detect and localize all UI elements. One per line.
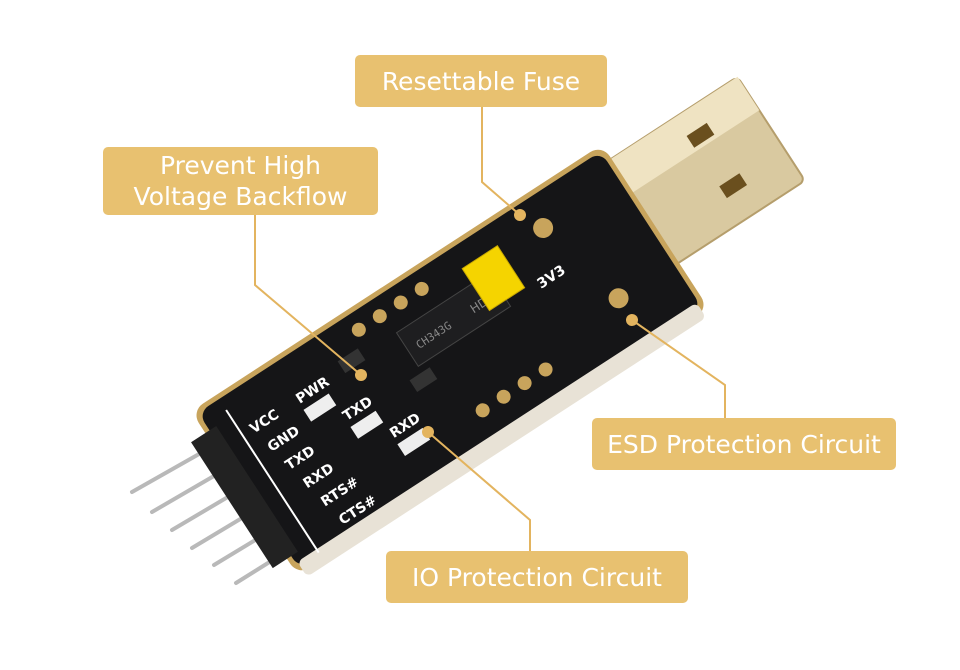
callout-text: Prevent High — [160, 151, 321, 180]
pcb: VCC GND TXD RXD RTS# CTS# PWR TXD RXD CH… — [191, 149, 704, 575]
led-txd — [350, 410, 384, 439]
led-rxd — [397, 427, 431, 456]
callout-text: Resettable Fuse — [381, 66, 581, 96]
backflow-diode — [337, 348, 366, 374]
voltage-jumper — [461, 245, 526, 312]
callout-esd: ESD Protection Circuit — [592, 418, 896, 470]
callout-dots — [355, 209, 638, 438]
callout-io: IO Protection Circuit — [386, 551, 688, 603]
led-pwr — [303, 393, 337, 422]
through-hole-pads — [351, 217, 629, 418]
callout-text: ESD Protection Circuit — [607, 429, 881, 459]
callout-backflow: Prevent High Voltage Backflow — [103, 147, 378, 215]
callout-text: IO Protection Circuit — [412, 562, 662, 592]
pin-header — [191, 425, 298, 569]
callout-resettable-fuse: Resettable Fuse — [355, 55, 607, 107]
leader-lines — [254, 107, 726, 551]
callout-text: Voltage Backflow — [133, 182, 348, 211]
io-protection — [409, 367, 438, 393]
